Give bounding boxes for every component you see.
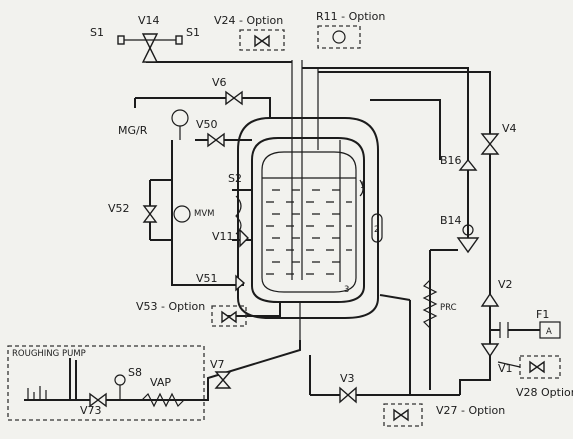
dip-tubes bbox=[291, 60, 341, 350]
prc-resistor bbox=[422, 279, 438, 329]
label-s2: S2 bbox=[228, 172, 242, 185]
v2-check bbox=[480, 292, 500, 307]
label-v11: V11 bbox=[212, 230, 234, 243]
liquid-fill bbox=[262, 177, 356, 275]
v6-valve bbox=[225, 90, 243, 106]
v27-option-dashed bbox=[383, 403, 423, 427]
v53-option-dashed bbox=[211, 302, 281, 327]
b16-check bbox=[458, 158, 478, 171]
label-f1: F1 bbox=[536, 308, 549, 321]
label-fitting-a: A bbox=[546, 327, 552, 337]
v14-valve bbox=[117, 33, 183, 63]
label-v1: V1 bbox=[498, 362, 513, 375]
label-v51: V51 bbox=[196, 272, 218, 285]
label-b14: B14 bbox=[440, 214, 462, 227]
label-gauge-1: 1 bbox=[360, 181, 365, 191]
label-v2: V2 bbox=[498, 278, 513, 291]
label-vap: VAP bbox=[150, 376, 171, 389]
label-prc: PRC bbox=[440, 303, 457, 313]
label-gauge-2: 2 bbox=[374, 225, 379, 235]
label-v14: V14 bbox=[138, 14, 160, 27]
vacuum-chamber bbox=[237, 117, 379, 319]
level-sensor bbox=[359, 179, 383, 243]
label-mvm: MVM bbox=[194, 209, 214, 219]
label-b16: B16 bbox=[440, 154, 462, 167]
right-piping bbox=[309, 99, 500, 396]
label-s8: S8 bbox=[128, 366, 142, 379]
label-v73: V73 bbox=[80, 404, 102, 417]
label-v52: V52 bbox=[108, 202, 130, 215]
label-v24-option: V24 - Option bbox=[214, 14, 283, 27]
label-r11-option: R11 - Option bbox=[316, 10, 385, 23]
label-v50: V50 bbox=[196, 118, 218, 131]
b14-valve bbox=[456, 224, 480, 254]
v3-valve bbox=[339, 386, 357, 404]
label-v53-option: V53 - Option bbox=[136, 300, 205, 313]
v28-option-dashed bbox=[497, 355, 561, 379]
left-instrument-branch bbox=[171, 109, 252, 286]
label-v4: V4 bbox=[502, 122, 517, 135]
f1-fitting bbox=[499, 321, 561, 339]
v52-bypass bbox=[142, 179, 191, 241]
label-mg-r: MG/R bbox=[118, 124, 148, 137]
label-s1-left: S1 bbox=[90, 26, 104, 39]
label-s1-right: S1 bbox=[186, 26, 200, 39]
label-v3: V3 bbox=[340, 372, 355, 385]
label-v27-option: V27 - Option bbox=[436, 404, 505, 417]
top-manifold bbox=[134, 40, 491, 140]
label-v7: V7 bbox=[210, 358, 225, 371]
s2-v11-gauges bbox=[232, 189, 252, 292]
v24-option-dashed bbox=[239, 29, 285, 51]
label-inset-title: ROUGHING PUMP bbox=[12, 349, 86, 359]
v4-valve bbox=[480, 133, 500, 155]
label-v28-option: V28 Option bbox=[516, 386, 573, 399]
label-level-3: 3 bbox=[344, 285, 349, 295]
label-v6: V6 bbox=[212, 76, 227, 89]
r11-option-dashed bbox=[317, 25, 361, 49]
v1-check bbox=[480, 343, 500, 358]
roughing-pump-inset bbox=[7, 340, 301, 421]
